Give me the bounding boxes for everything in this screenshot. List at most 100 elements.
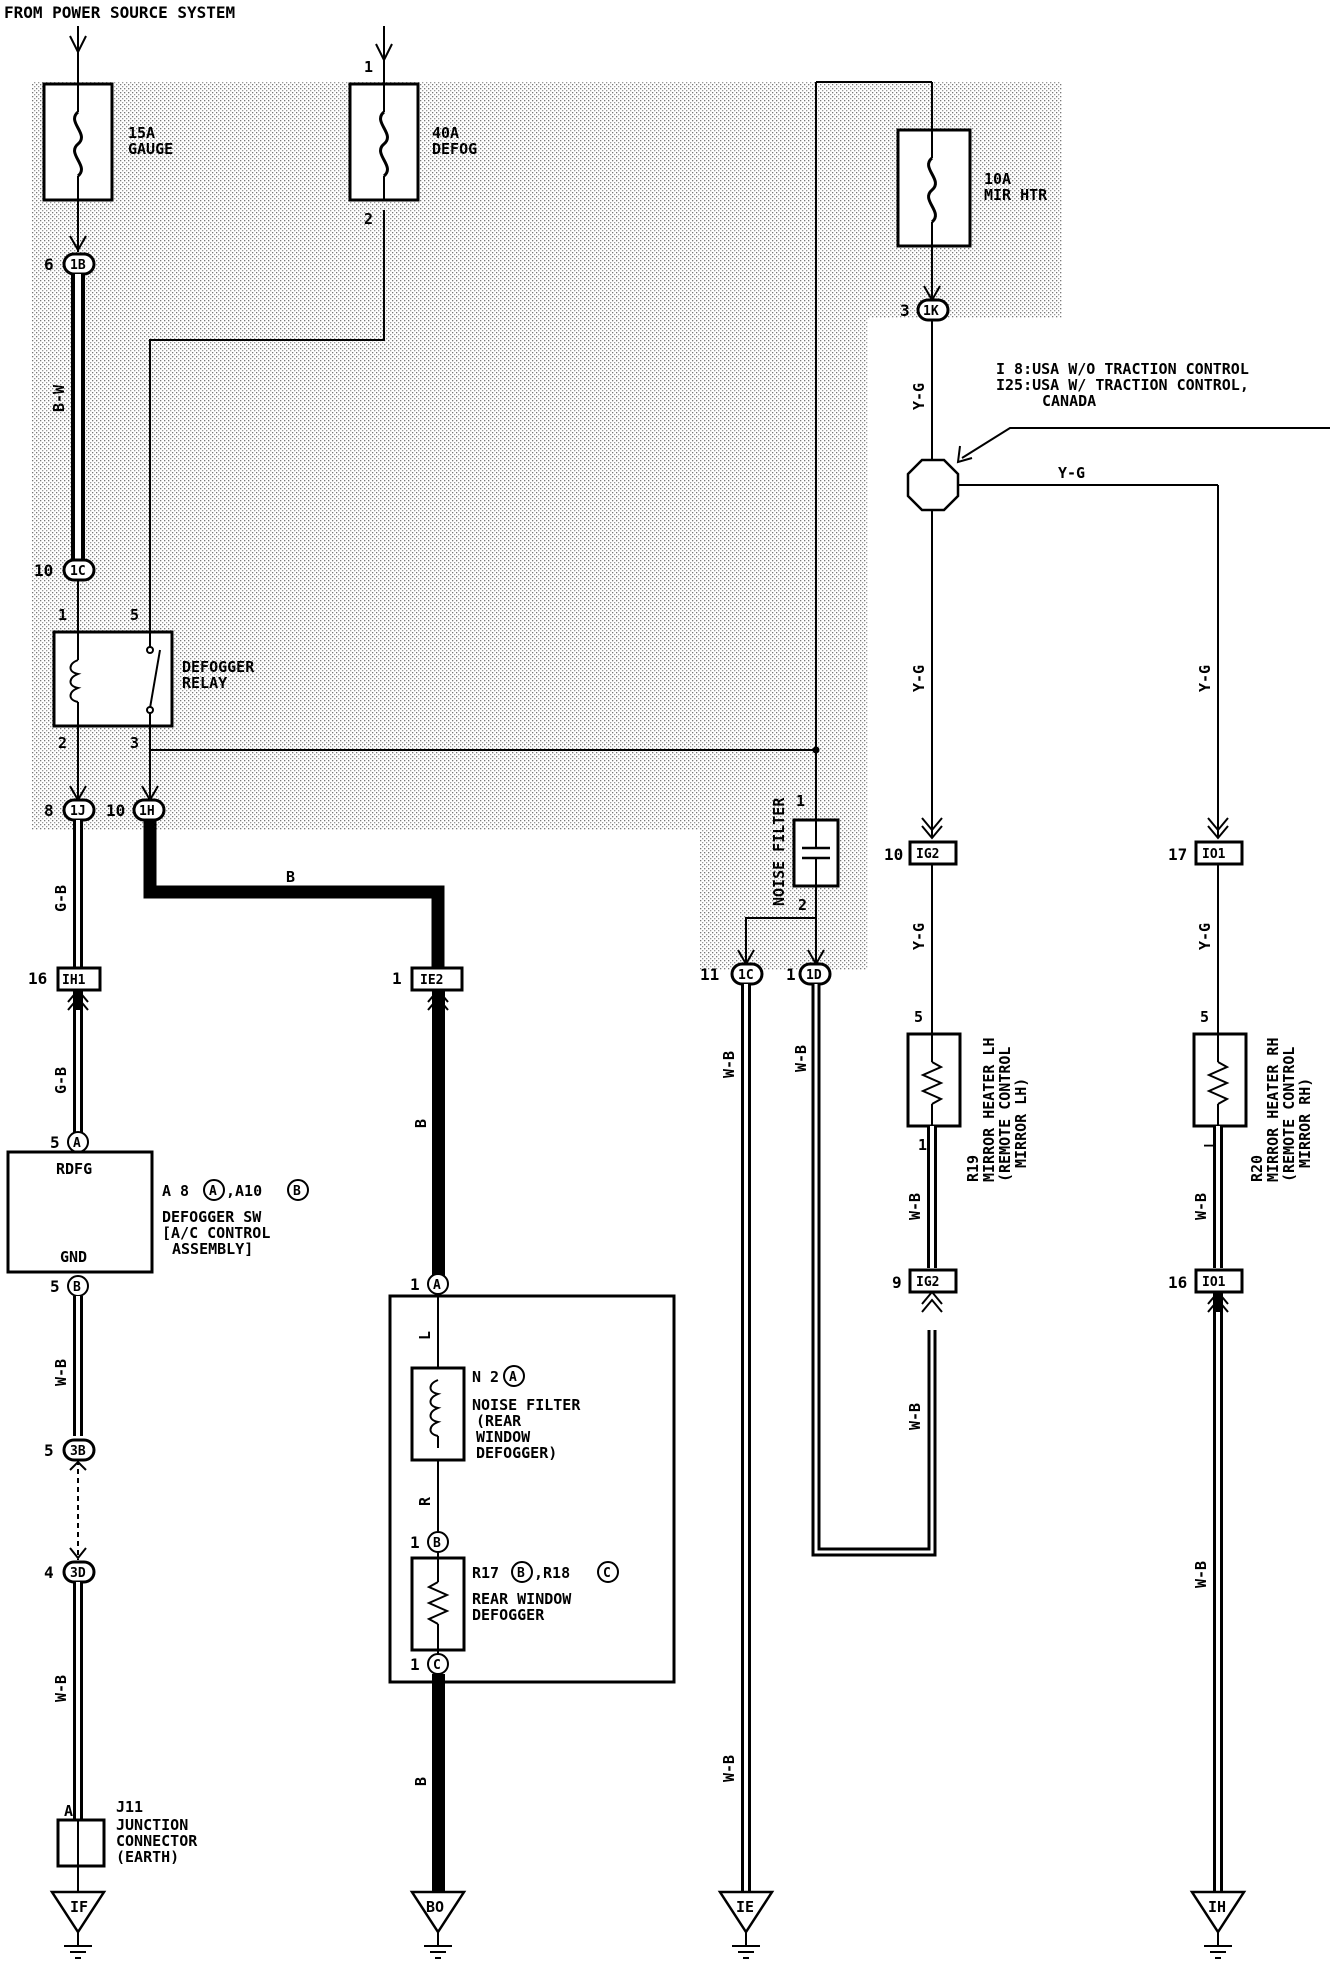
svg-text:5: 5 (1200, 1008, 1209, 1026)
svg-text:DEFOGGER SW: DEFOGGER SW (162, 1208, 262, 1226)
svg-text:1B: 1B (70, 258, 86, 273)
svg-text:MIR HTR: MIR HTR (984, 186, 1048, 204)
connector-1h: 10 1H (106, 798, 166, 822)
junction-connector-j11: A J11 JUNCTION CONNECTOR (EARTH) (56, 1798, 198, 1868)
svg-text:B: B (433, 1536, 441, 1551)
svg-text:1C: 1C (738, 968, 754, 983)
svg-text:(EARTH): (EARTH) (116, 1848, 179, 1866)
rear-defogger-box: 1 A L N 2 A NOISE FILTER (REAR WINDOW DE… (388, 1273, 676, 1684)
svg-text:W-B: W-B (720, 1755, 738, 1782)
svg-text:1K: 1K (923, 304, 939, 319)
svg-text:1: 1 (58, 606, 67, 624)
svg-text:A 8: A 8 (162, 1182, 189, 1200)
svg-text:DEFOGGER: DEFOGGER (182, 658, 255, 676)
svg-text:1: 1 (410, 1655, 420, 1674)
svg-text:5: 5 (914, 1008, 923, 1026)
svg-text:RELAY: RELAY (182, 674, 227, 692)
svg-text:R20: R20 (1248, 1155, 1266, 1182)
svg-text:R: R (416, 1496, 434, 1506)
svg-text:W-B: W-B (906, 1193, 924, 1220)
svg-text:A: A (209, 1184, 217, 1199)
svg-text:G-B: G-B (52, 885, 70, 912)
svg-text:W-B: W-B (1192, 1193, 1210, 1220)
svg-text:W-B: W-B (1192, 1561, 1210, 1588)
svg-text:IO1: IO1 (1202, 1275, 1226, 1290)
ground-ie-icon: IE (717, 1890, 775, 1959)
svg-text:3: 3 (900, 301, 910, 320)
ground-ih-icon: IH (1189, 1890, 1247, 1959)
connector-ih1: 16 IH1 (28, 966, 102, 992)
svg-text:B: B (412, 1777, 430, 1786)
svg-text:B: B (293, 1184, 301, 1199)
junction-note: I 8:USA W/O TRACTION CONTROL I25:USA W/ … (956, 360, 1330, 464)
svg-text:—: — (1204, 1136, 1214, 1154)
wire-label-bw: B-W (50, 384, 68, 412)
connector-ig2-bottom: 9 IG2 (892, 1268, 958, 1294)
svg-text:W-B: W-B (52, 1359, 70, 1386)
svg-text:1: 1 (918, 1136, 927, 1154)
svg-text:NOISE FILTER: NOISE FILTER (770, 797, 788, 906)
junction-block-shaded-area (32, 82, 1062, 970)
svg-text:Y-G: Y-G (1196, 665, 1214, 692)
svg-text:3B: 3B (70, 1444, 86, 1459)
svg-text:L: L (416, 1331, 434, 1340)
svg-text:5: 5 (44, 1441, 54, 1460)
svg-text:(REMOTE CONTROL: (REMOTE CONTROL (996, 1047, 1014, 1182)
svg-text:(REMOTE CONTROL: (REMOTE CONTROL (1280, 1047, 1298, 1182)
svg-text:DEFOGGER): DEFOGGER) (476, 1444, 557, 1462)
svg-text:11: 11 (700, 965, 719, 984)
svg-text:NOISE FILTER: NOISE FILTER (472, 1396, 581, 1414)
svg-text:10A: 10A (984, 170, 1011, 188)
svg-text:MIRROR HEATER RH: MIRROR HEATER RH (1264, 1038, 1282, 1183)
svg-text:B: B (412, 1119, 430, 1128)
svg-text:B: B (73, 1280, 81, 1295)
svg-text:W-B: W-B (52, 1675, 70, 1702)
svg-text:DEFOGGER: DEFOGGER (472, 1606, 545, 1624)
svg-text:B: B (286, 868, 295, 886)
svg-text:1: 1 (796, 792, 805, 810)
svg-text:10: 10 (34, 561, 53, 580)
connector-1c-relay: 10 1C (34, 558, 96, 582)
svg-text:4: 4 (44, 1563, 54, 1582)
svg-text:Y-G: Y-G (910, 383, 928, 410)
svg-text:RDFG: RDFG (56, 1160, 92, 1178)
svg-text:1: 1 (392, 969, 402, 988)
svg-text:8: 8 (44, 801, 54, 820)
svg-text:A: A (433, 1278, 441, 1293)
svg-text:IF: IF (70, 1898, 88, 1916)
svg-text:W-B: W-B (720, 1051, 738, 1078)
svg-text:Y-G: Y-G (1058, 464, 1085, 482)
svg-text:5: 5 (50, 1277, 60, 1296)
svg-text:(REAR: (REAR (476, 1412, 522, 1430)
noise-filter-coil-icon (429, 1379, 442, 1437)
svg-text:JUNCTION: JUNCTION (116, 1816, 188, 1834)
defogger-switch: 5 A RDFG GND 5 B A 8 A ,A10 B DEFOGGER S… (6, 1131, 309, 1297)
svg-text:1H: 1H (139, 804, 155, 819)
connector-ig2-top: 10 IG2 (884, 840, 958, 866)
svg-text:MIRROR HEATER LH: MIRROR HEATER LH (980, 1038, 998, 1183)
ground-bo-icon: BO (409, 1890, 467, 1959)
svg-text:5: 5 (50, 1133, 60, 1152)
svg-text:2: 2 (364, 210, 373, 228)
connector-1k: 3 1K (900, 298, 950, 322)
mirror-heater-lh: 5 1 R19 MIRROR HEATER LH (REMOTE CONTROL… (906, 1008, 1030, 1183)
svg-text:1: 1 (364, 58, 373, 76)
svg-text:J11: J11 (116, 1798, 143, 1816)
connector-io1-bottom: 16 IO1 (1168, 1268, 1244, 1294)
svg-text:CONNECTOR: CONNECTOR (116, 1832, 198, 1850)
svg-text:1: 1 (410, 1533, 420, 1552)
wire-b-thick (143, 820, 445, 970)
svg-text:1C: 1C (70, 564, 86, 579)
svg-text:40A: 40A (432, 124, 459, 142)
svg-text:1: 1 (786, 965, 796, 984)
svg-text:N 2: N 2 (472, 1368, 499, 1386)
svg-text:MIRROR LH): MIRROR LH) (1012, 1078, 1030, 1168)
relay-switch-icon (149, 649, 161, 709)
connector-n1d: 1 1D (786, 962, 832, 986)
svg-text:16: 16 (28, 969, 47, 988)
svg-text:10: 10 (884, 845, 903, 864)
connector-1j: 8 1J (44, 798, 96, 822)
mirror-rh-resistor-icon (1206, 1061, 1230, 1105)
svg-text:10: 10 (106, 801, 125, 820)
svg-text:IO1: IO1 (1202, 847, 1226, 862)
